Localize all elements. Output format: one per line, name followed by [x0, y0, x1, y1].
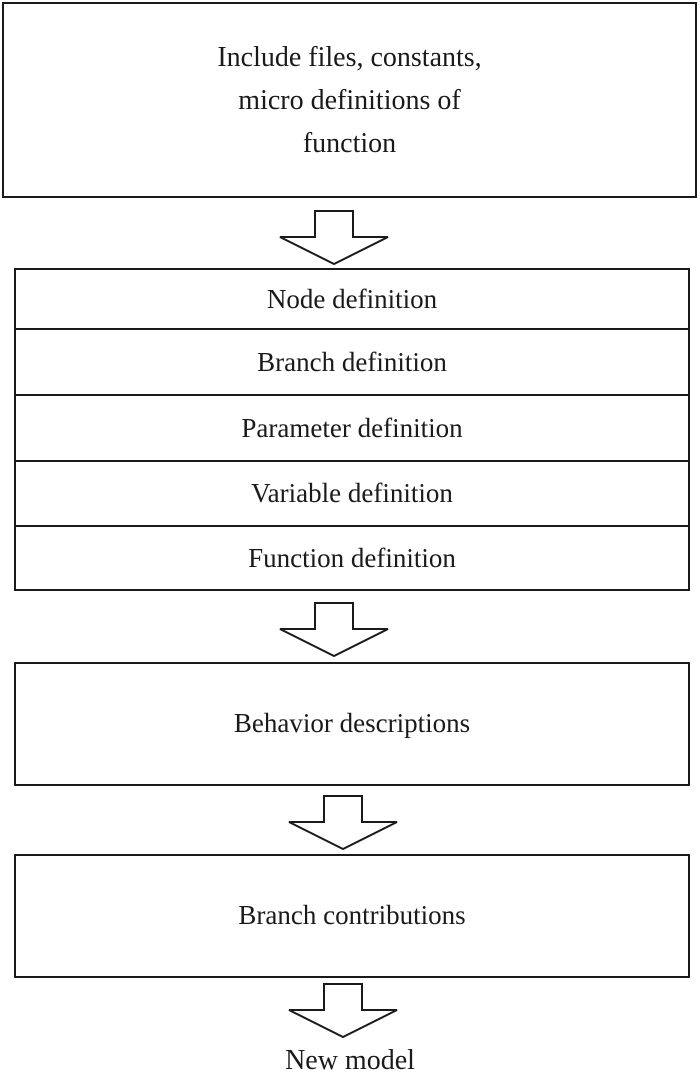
include-files-line-1: Include files, constants,: [217, 41, 482, 73]
include-files-line-3: function: [302, 127, 397, 159]
branch-contributions-box: Branch contributions: [14, 854, 690, 978]
branch-contributions-label: Branch contributions: [238, 900, 466, 931]
down-arrow-icon: [279, 602, 389, 658]
branch-definition-row: Branch definition: [16, 330, 688, 396]
function-definition-label: Function definition: [248, 542, 456, 573]
function-definition-row: Function definition: [16, 527, 688, 589]
parameter-definition-label: Parameter definition: [241, 412, 463, 443]
down-arrow-icon: [288, 795, 398, 851]
behavior-descriptions-label: Behavior descriptions: [233, 708, 471, 739]
parameter-definition-row: Parameter definition: [16, 396, 688, 462]
node-definition-label: Node definition: [266, 283, 438, 314]
new-model-label: New model: [285, 1045, 415, 1076]
branch-definition-label: Branch definition: [257, 346, 447, 377]
node-definition-row: Node definition: [16, 270, 688, 330]
behavior-descriptions-box: Behavior descriptions: [14, 662, 690, 786]
definitions-group: Node definition Branch definition Parame…: [14, 268, 690, 591]
down-arrow-icon: [288, 983, 398, 1039]
include-files-text: Include files, constants, micro definiti…: [217, 36, 481, 165]
include-files-box: Include files, constants, micro definiti…: [2, 2, 697, 198]
variable-definition-label: Variable definition: [251, 478, 453, 508]
variable-definition-row: Variable definition: [16, 462, 688, 527]
down-arrow-icon: [279, 210, 389, 266]
include-files-line-2: micro definitions of: [238, 84, 461, 116]
